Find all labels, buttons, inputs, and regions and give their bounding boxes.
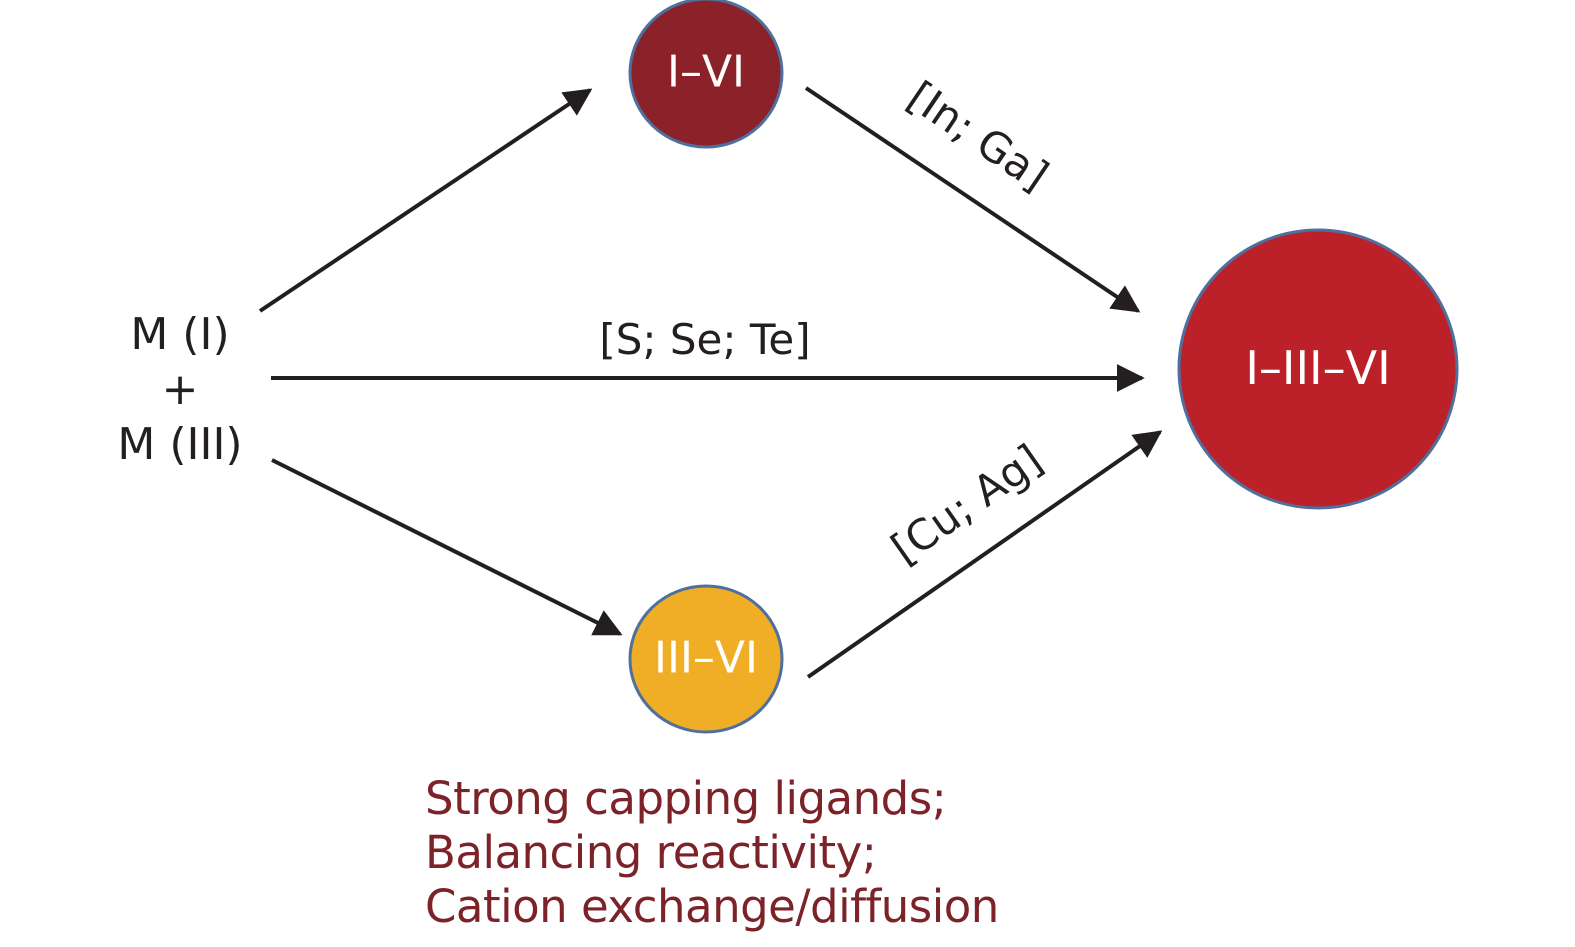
node-i-vi-label: I–VI [667, 47, 745, 98]
edge-label-s-se-te: [S; Se; Te] [599, 315, 810, 364]
note-line: Balancing reactivity; [425, 826, 877, 879]
edge-label-cu-ag: [Cu; Ag] [882, 435, 1051, 574]
edge-label-in-ga: [In; Ga] [899, 72, 1057, 201]
node-iii-vi-label: III–VI [654, 633, 758, 684]
arrow-i-vi-to-i-iii-vi [804, 86, 1141, 313]
conditions-notes: Strong capping ligands; Balancing reacti… [425, 772, 999, 934]
arrow-reactants-to-i-vi [258, 88, 593, 313]
arrow-iii-vi-to-i-iii-vi [806, 430, 1163, 679]
arrow-reactants-to-iii-vi [271, 458, 623, 636]
reactant-m-iii: M (III) [117, 419, 242, 470]
node-i-iii-vi: I–III–VI [1177, 228, 1459, 510]
note-line: Strong capping ligands; [425, 772, 947, 825]
node-i-vi: I–VI [628, 0, 784, 149]
note-line: Cation exchange/diffusion [425, 880, 999, 933]
reactants-label: M (I) + M (III) [117, 309, 242, 470]
reactant-plus: + [162, 364, 199, 415]
node-iii-vi: III–VI [628, 584, 784, 734]
node-i-iii-vi-label: I–III–VI [1245, 341, 1390, 395]
reactant-m-i: M (I) [130, 309, 229, 360]
